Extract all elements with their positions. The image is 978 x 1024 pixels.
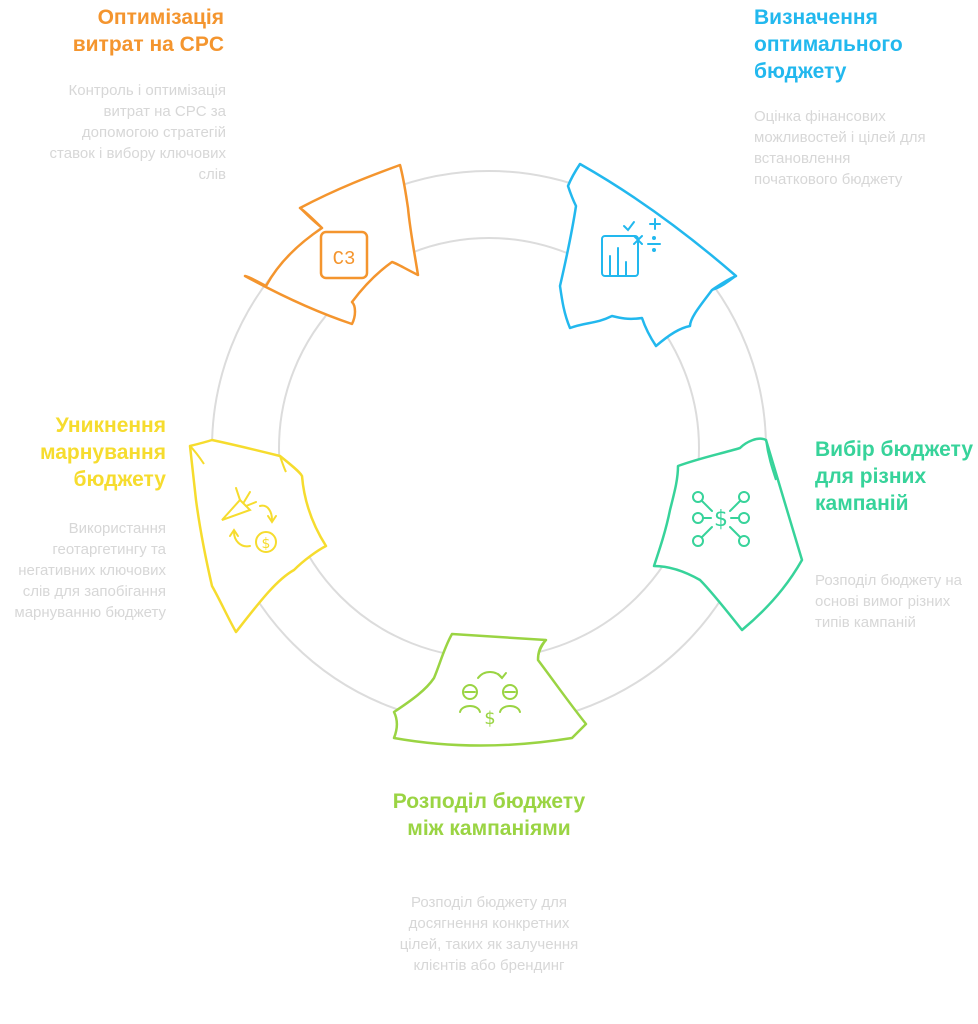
stage-arrow-campaign-choice	[652, 437, 804, 632]
svg-text:$: $	[262, 536, 271, 552]
calculator-chart-icon	[601, 218, 661, 277]
stage-arrow-distribution	[392, 632, 588, 747]
stage-title-cpc: Оптимізація витрат на CPC	[72, 6, 224, 56]
money-distribution-icon: $	[692, 491, 750, 547]
stage-title-campaign-choice: Вибір бюджету для різних кампаній	[815, 438, 974, 515]
c3-icon-text: C3	[333, 248, 356, 270]
svg-text:$: $	[714, 507, 728, 532]
c3-icon: C3	[319, 230, 369, 280]
stage-arrow-cpc	[243, 163, 420, 326]
stage-description-cpc: Контроль і оптимізація витрат на CPC за …	[49, 82, 226, 183]
stage-title-waste-prevention: Уникнення марнування бюджету	[39, 414, 166, 491]
stage-arrow-budget	[558, 162, 738, 348]
stage-title-distribution: Розподіл бюджету між кампаніями	[392, 790, 586, 840]
stage-title-budget: Визначення оптимального бюджету	[754, 6, 903, 83]
people-exchange-icon: $	[459, 671, 521, 729]
svg-text:$: $	[484, 708, 495, 729]
stage-description-waste-prevention: Використання геотаргетингу та негативних…	[14, 520, 166, 621]
stage-description-distribution: Розподіл бюджету для досягнення конкретн…	[399, 894, 579, 974]
carrot-coin-cycle-icon: $	[221, 487, 277, 553]
stage-description-budget: Оцінка фінансових можливостей і цілей дл…	[754, 108, 926, 188]
stage-description-campaign-choice: Розподіл бюджету на основі вимог різних …	[815, 572, 963, 631]
